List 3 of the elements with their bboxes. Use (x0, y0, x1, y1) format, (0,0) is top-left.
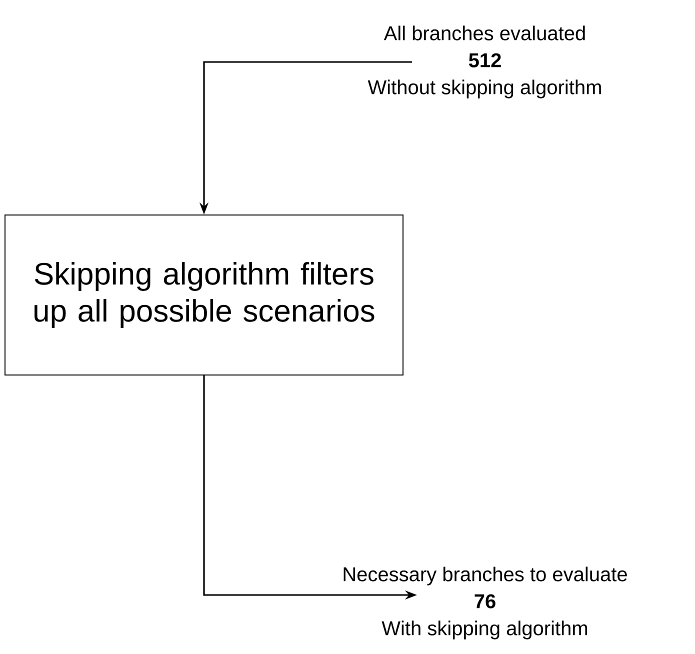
annotation-text: Necessary branches to evaluate 76 With skipping algorithm (344, 566, 627, 640)
process-box: Skipping algorithm filters up all possible scenarios (4, 214, 404, 376)
annotation-text: All branches evaluated 512 Without skipping algorithm (368, 26, 601, 98)
